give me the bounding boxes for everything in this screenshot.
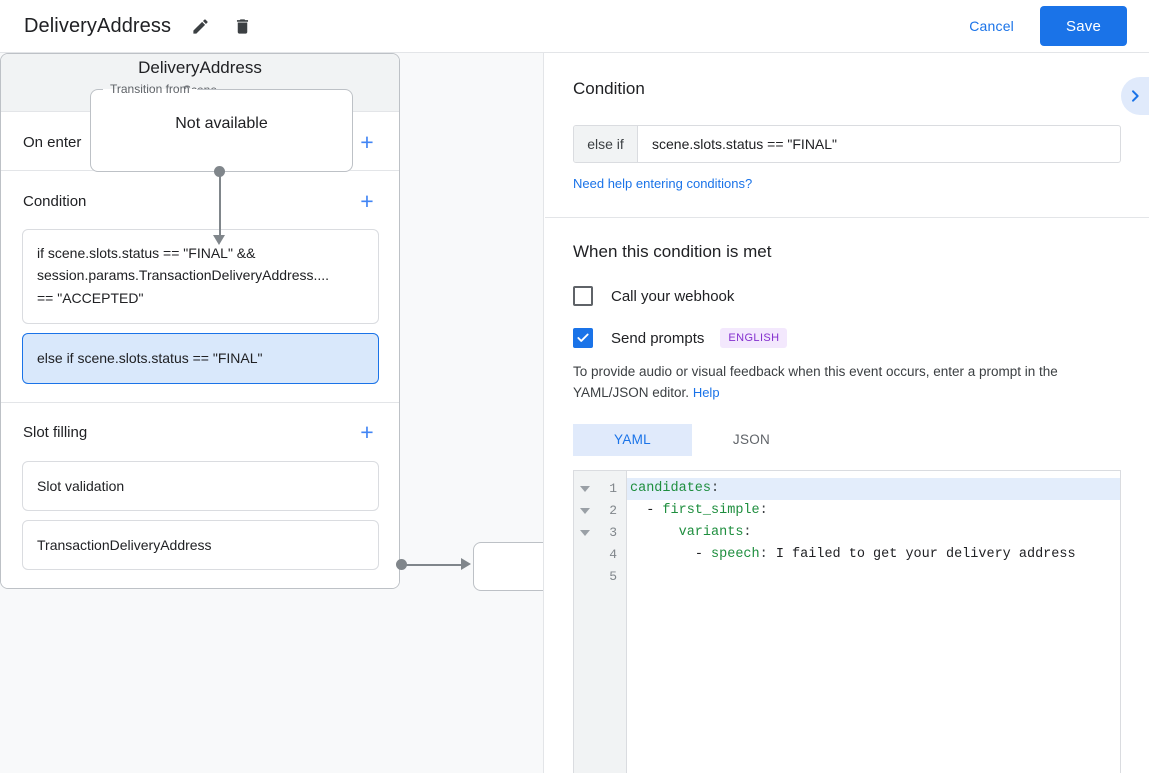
slot-item-label: Slot validation [37,477,125,494]
when-condition-met-block: When this condition is met Call your web… [545,218,1149,773]
section-condition: Condition + if scene.slots.status == "FI… [1,171,399,403]
condition-item-selected[interactable]: else if scene.slots.status == "FINAL" [22,333,379,384]
condition-item-line: else if scene.slots.status == "FINAL" [37,350,263,367]
code-line: candidates: [627,477,1120,500]
call-webhook-checkbox[interactable] [573,286,593,306]
code-line: - speech: I failed to get your delivery … [627,544,1120,566]
gutter-line: 5 [574,566,626,588]
fold-toggle-icon[interactable] [580,485,590,492]
code-line [627,566,1120,588]
call-webhook-row[interactable]: Call your webhook [573,286,1121,306]
condition-prefix: else if [574,126,638,162]
yaml-editor[interactable]: 1 2 3 4 5 candidates: - [573,469,1121,773]
section-on-enter-head: On enter + [1,112,399,170]
call-webhook-label: Call your webhook [611,287,735,305]
condition-input[interactable] [638,126,1120,162]
code-value: I failed to get your delivery address [767,546,1076,562]
gutter-line: 4 [574,544,626,566]
fold-toggle-icon[interactable] [580,507,590,514]
language-badge: ENGLISH [720,328,788,348]
editor-code-area[interactable]: candidates: - first_simple: variants: - … [627,471,1120,773]
section-slot-filling-head: Slot filling + [1,403,399,461]
section-condition-body: if scene.slots.status == "FINAL" && sess… [1,229,399,402]
condition-block: Condition else if Need help entering con… [545,53,1149,218]
connector-line-horizontal [401,564,463,566]
slot-validation-item[interactable]: Slot validation [22,460,379,511]
condition-item-line: session.params.TransactionDeliveryAddres… [37,267,330,284]
page-title: DeliveryAddress [24,14,172,37]
section-on-enter-title: On enter [23,133,82,151]
transition-from-legend: Transition from [110,82,190,96]
code-line: variants: [627,522,1120,544]
when-met-heading: When this condition is met [573,242,772,261]
section-slot-filling-body: Slot validation TransactionDeliveryAddre… [1,460,399,589]
line-number: 2 [609,503,617,519]
code-key: speech [711,546,760,562]
tab-json[interactable]: JSON [732,432,771,448]
pencil-icon[interactable] [185,11,215,41]
code-key: variants [678,524,744,540]
code-punct: : [759,502,768,518]
code-punct: : [711,480,720,496]
condition-field[interactable]: else if [573,125,1121,163]
prompts-help-link[interactable]: Help [692,384,720,400]
gutter-line: 2 [574,500,626,522]
tab-yaml[interactable]: YAML [573,423,692,456]
section-condition-head: Condition + [1,171,399,229]
save-button[interactable]: Save [1040,6,1127,46]
editor-format-tabs: YAML JSON [573,423,1121,456]
condition-item-line: if scene.slots.status == "FINAL" && [37,245,256,261]
fold-toggle-icon[interactable] [580,529,590,536]
code-indent [630,547,695,562]
condition-item-line: == "ACCEPTED" [37,289,144,306]
slot-item-label: TransactionDeliveryAddress [37,536,212,553]
send-prompts-checkbox[interactable] [573,328,593,348]
connector-line-vertical [219,171,221,237]
condition-item[interactable]: if scene.slots.status == "FINAL" && sess… [22,229,379,325]
slot-item[interactable]: TransactionDeliveryAddress [22,519,379,571]
code-indent [630,525,679,540]
transition-target-stub-node[interactable] [473,542,543,591]
top-bar: DeliveryAddress Cancel Save [0,0,1149,53]
connector-arrowhead-right [461,558,471,570]
transition-from-card[interactable]: Transition from Not available [90,82,353,172]
prompts-helper-text: To provide audio or visual feedback when… [573,362,1121,404]
code-dash: - [646,502,663,518]
code-dash: - [694,546,712,562]
section-slot-filling-title: Slot filling [23,424,88,442]
code-key: candidates [630,480,712,496]
code-key: first_simple [662,502,760,518]
flow-canvas[interactable]: Transition from Not available DeliveryAd… [0,53,544,773]
trash-icon[interactable] [227,11,257,41]
code-line: - first_simple: [627,500,1120,522]
condition-help-link[interactable]: Need help entering conditions? [573,176,753,191]
line-number: 1 [609,481,617,497]
cancel-button[interactable]: Cancel [959,10,1024,42]
condition-heading: Condition [573,79,645,98]
line-number: 4 [609,547,617,563]
gutter-line: 3 [574,522,626,544]
add-condition-button[interactable]: + [360,187,374,214]
section-condition-title: Condition [23,192,87,210]
gutter-line: 1 [574,478,626,500]
transition-to-name: DeliveryAddress [138,58,262,77]
add-slot-filling-button[interactable]: + [360,419,374,446]
code-punct: : [743,524,752,540]
send-prompts-row[interactable]: Send prompts ENGLISH [573,328,1121,348]
line-number: 5 [609,569,617,585]
line-number: 3 [609,525,617,541]
details-panel: Condition else if Need help entering con… [545,53,1149,773]
editor-gutter: 1 2 3 4 5 [574,470,627,773]
send-prompts-label: Send prompts [611,329,705,347]
code-indent [630,503,646,518]
code-punct: : [759,546,768,562]
transition-from-value: Not available [175,115,268,132]
chevron-right-icon[interactable] [1121,77,1149,115]
prompts-helper-sentence: To provide audio or visual feedback when… [573,364,1058,400]
section-slot-filling: Slot filling + Slot validation Transacti… [1,402,399,589]
add-on-enter-button[interactable]: + [360,128,374,155]
connector-arrowhead-down [213,235,225,245]
